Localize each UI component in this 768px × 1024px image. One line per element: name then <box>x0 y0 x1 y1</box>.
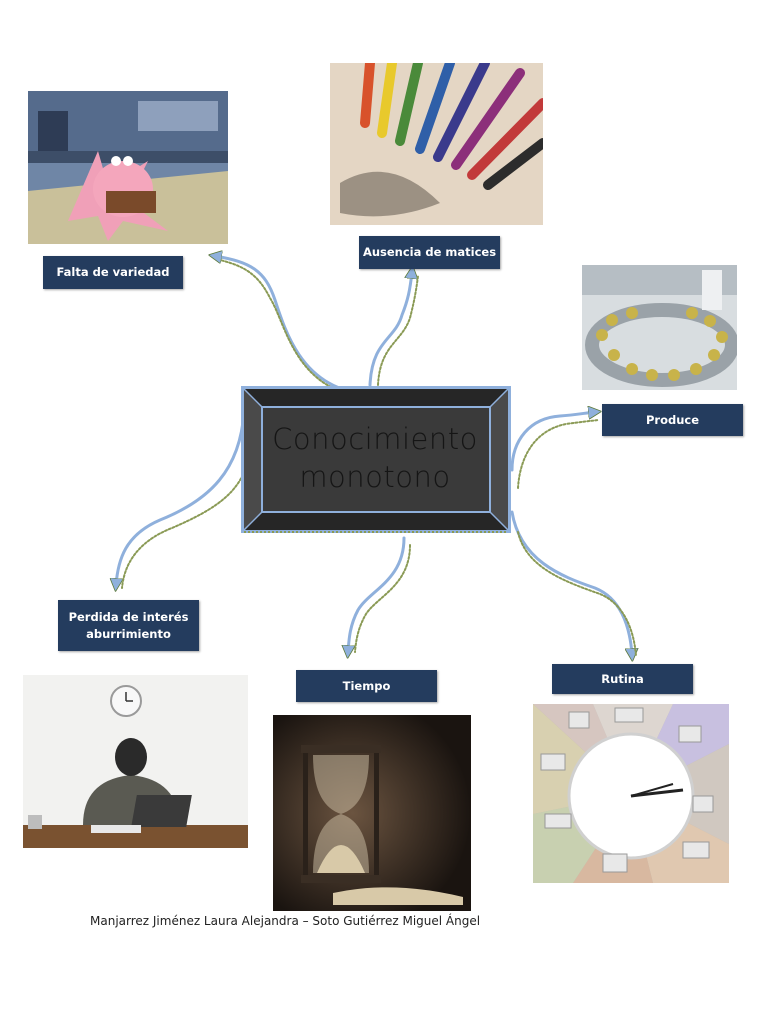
label-produce: Produce <box>602 404 743 436</box>
arrow-to-rutina <box>510 510 632 655</box>
central-node-line2: monotono <box>299 460 451 494</box>
footer-credit: Manjarrez Jiménez Laura Alejandra – Soto… <box>90 914 481 928</box>
arrow-to-tiempo <box>348 536 406 652</box>
arrow-to-perdida-de-interes <box>116 410 246 585</box>
arrow-to-ausencia-de-matices <box>368 272 412 387</box>
cartoon-starfish-image <box>28 91 228 244</box>
label-rutina: Rutina <box>552 664 693 694</box>
central-node-box <box>241 386 511 533</box>
hourglass-image <box>273 715 471 911</box>
label-perdida-de-interes: Perdida de interés aburrimiento <box>58 600 199 651</box>
bored-office-worker-image <box>23 675 248 848</box>
label-tiempo: Tiempo <box>296 670 437 702</box>
arrow-to-produce <box>510 412 595 472</box>
cannery-production-line-image <box>582 265 737 390</box>
central-node-line1: Conocimiento <box>272 422 478 457</box>
daily-routine-clock-image <box>533 704 729 883</box>
label-falta-de-variedad: Falta de variedad <box>43 256 183 289</box>
label-ausencia-de-matices: Ausencia de matices <box>359 236 500 269</box>
colored-pencils-image <box>330 63 543 225</box>
arrow-to-falta-de-variedad <box>215 256 354 394</box>
central-node-title: Conocimiento monotono <box>262 405 488 513</box>
